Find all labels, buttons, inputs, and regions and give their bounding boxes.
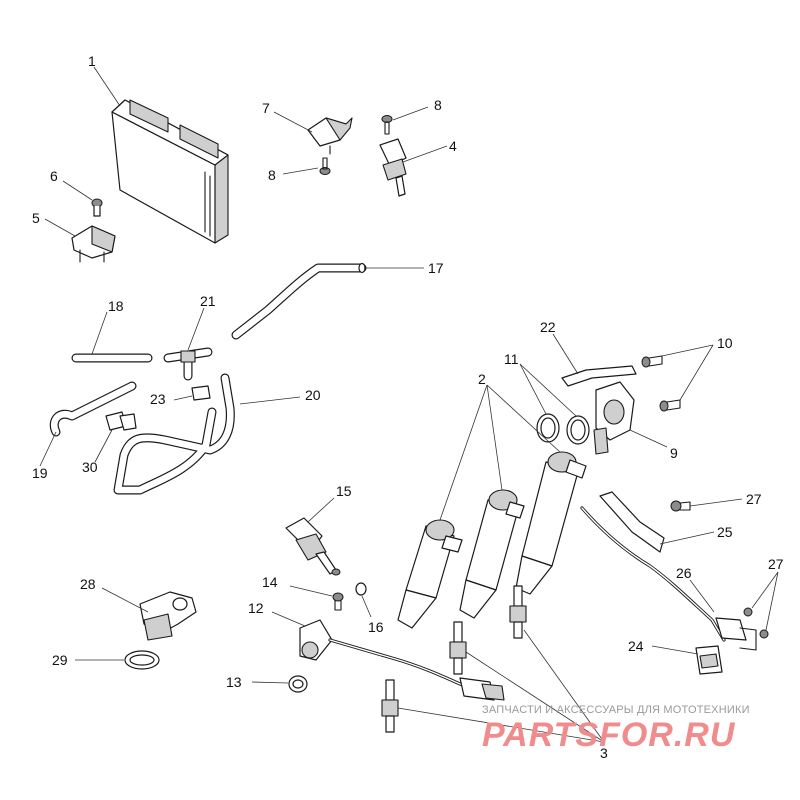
callout-28: 28 [80,576,96,592]
callout-22: 22 [540,319,556,335]
callout-8b: 8 [434,97,442,113]
callout-12: 12 [248,600,264,616]
callout-11: 11 [504,351,519,367]
callout-15: 15 [336,483,352,499]
callout-27a: 27 [746,491,762,507]
part-bolt-27a [670,500,691,512]
watermark-logo: PARTSFOR.RU [482,716,736,754]
callout-20: 20 [305,387,321,403]
part-spark-plugs-3 [381,585,527,733]
part-bracket-25 [599,491,665,553]
callout-8a: 8 [268,167,276,183]
part-sensor-4 [379,138,407,197]
part-bolt-14 [332,592,344,611]
part-hose-19 [49,381,137,437]
part-sensor-12 [299,619,505,701]
part-screw-8a [319,157,331,175]
part-connector-24 [695,645,723,675]
part-sensor-9 [593,381,635,455]
callout-16: 16 [368,619,384,635]
part-o-rings-11 [536,413,590,445]
callout-21: 21 [200,293,216,309]
part-washer-13 [288,675,308,693]
callout-4: 4 [449,138,457,154]
watermark-tagline: ЗАПЧАСТИ И АКСЕССУАРЫ ДЛЯ МОТОТЕХНИКИ [482,704,750,716]
callout-2: 2 [478,371,486,387]
callout-5: 5 [32,210,40,226]
callout-1: 1 [88,53,96,69]
part-o-ring-29 [124,650,160,670]
callout-labels: 1 2 3 4 5 6 7 8 8 9 10 11 12 13 14 15 16… [32,53,784,761]
part-ignition-coils-2 [397,451,587,629]
callout-26: 26 [676,565,692,581]
callout-13: 13 [226,674,242,690]
callout-7: 7 [262,100,270,116]
part-bracket-22 [561,365,637,387]
part-plug-28 [139,591,197,641]
callout-14: 14 [262,574,278,590]
part-t-fitting-21 [163,347,213,381]
part-sensor-15 [285,517,341,576]
part-screw-8b [381,115,393,135]
callout-27b: 27 [768,556,784,572]
callout-29: 29 [52,652,68,668]
part-washer-16 [355,582,367,596]
callout-23: 23 [150,391,166,407]
part-hose-20 [113,373,235,495]
part-sensor-5 [71,225,116,263]
callout-30: 30 [82,459,98,475]
callout-9: 9 [670,445,678,461]
part-sensor-wire-26 [580,506,757,651]
callout-3: 3 [600,745,608,761]
part-bolts-10 [641,355,681,412]
callout-6: 6 [50,168,58,184]
part-ecu [111,99,229,244]
callout-10: 10 [717,335,733,351]
part-clip-30 [105,411,137,431]
callout-17: 17 [428,260,444,276]
part-hose-17 [231,262,367,340]
callout-25: 25 [717,524,733,540]
part-clip-23 [191,385,211,401]
callout-24: 24 [628,638,644,654]
callout-18: 18 [108,298,124,314]
watermark: ЗАПЧАСТИ И АКСЕССУАРЫ ДЛЯ МОТОТЕХНИКИ PA… [482,704,792,753]
callout-19: 19 [32,465,48,481]
part-bolts-27b [743,607,769,639]
part-sensor-7 [307,117,353,155]
part-bolt-6 [91,198,103,217]
